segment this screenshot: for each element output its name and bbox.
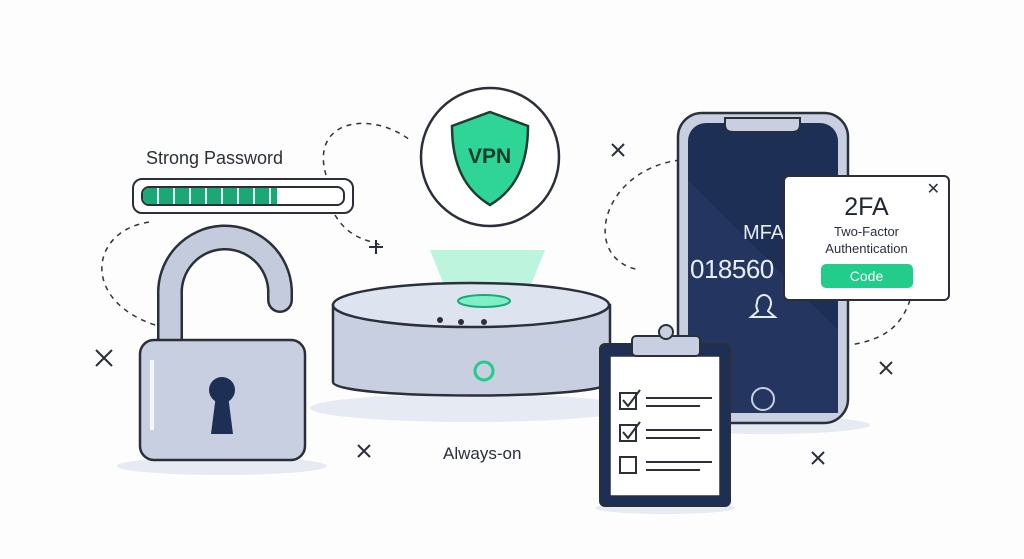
mfa-label: MFA [743, 222, 785, 244]
password-strength-meter [132, 178, 354, 214]
plus-icon [369, 240, 383, 254]
vpn-caption: Always-on [443, 444, 522, 463]
dashed-connector [334, 214, 381, 246]
dashed-connector [101, 221, 156, 326]
2fa-popup: ✕ 2FA Two-Factor Authentication Code [783, 175, 950, 301]
popup-title: 2FA [844, 193, 889, 221]
popup-subtitle-line2: Authentication [825, 241, 908, 256]
dashed-connector [604, 159, 681, 271]
close-icon [95, 143, 893, 465]
vpn-shield-icon [419, 86, 561, 228]
password-strength-track [141, 186, 345, 206]
dashed-connector [849, 299, 911, 346]
user-icon [748, 294, 778, 318]
lock-shadow [117, 457, 327, 475]
dashed-connector [322, 122, 411, 176]
padlock-icon [138, 224, 307, 462]
router-shadow [310, 394, 630, 422]
password-strength-label: Strong Password [146, 148, 284, 168]
password-strength-fill [143, 188, 277, 204]
router-device [331, 281, 612, 397]
popup-subtitle-line1: Two-Factor [833, 224, 899, 239]
close-icon[interactable]: ✕ [926, 181, 940, 198]
code-button[interactable]: Code [820, 264, 913, 288]
vpn-label: VPN [468, 145, 512, 168]
checklist-icon [599, 324, 731, 507]
mfa-code: 018560 [690, 254, 774, 284]
